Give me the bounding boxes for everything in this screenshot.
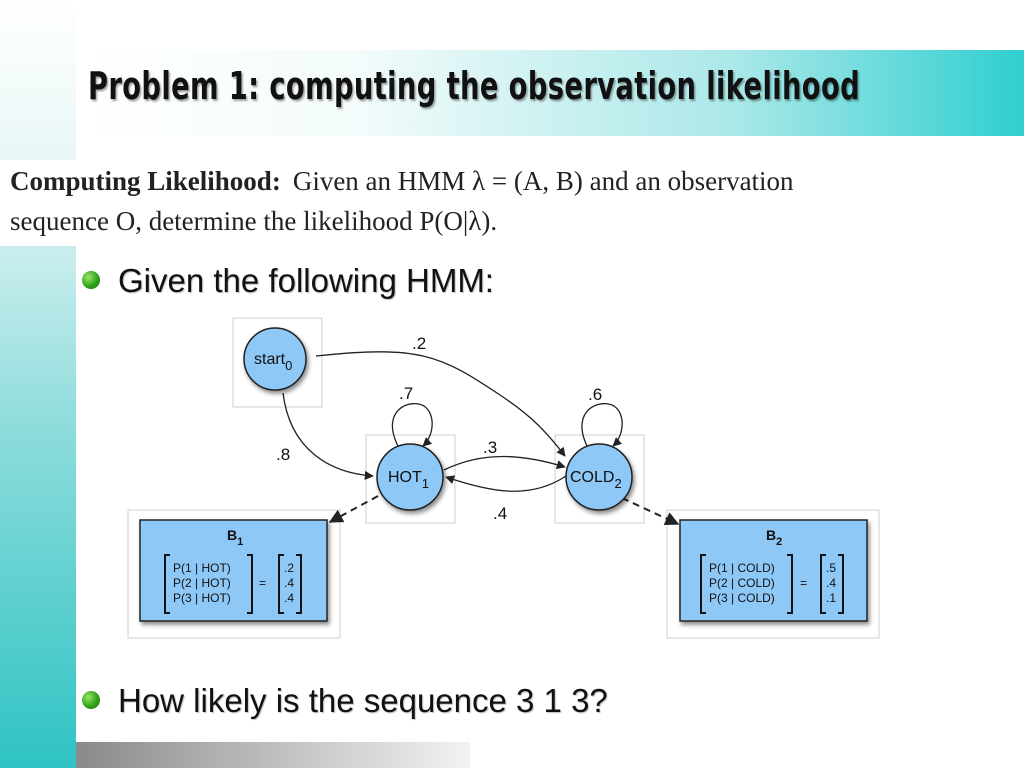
state-start-sub: 0 — [285, 358, 292, 373]
b2-equals: = — [800, 576, 807, 590]
b2-value-2: .4 — [826, 576, 836, 590]
b1-label: B — [227, 527, 237, 543]
definition-term: Computing Likelihood: — [10, 166, 281, 196]
start-frame — [232, 317, 323, 408]
cold-frame — [554, 434, 645, 524]
state-start: start0 — [243, 327, 307, 391]
svg-text:B1: B1 — [227, 527, 243, 548]
b1-value-1: .2 — [284, 561, 294, 575]
label-start-cold: .2 — [412, 334, 426, 353]
b2-row-2: P(2 | COLD) — [709, 576, 775, 590]
title-band — [76, 50, 1024, 136]
bullet-dot-icon — [82, 271, 100, 290]
state-hot: HOT1 — [376, 443, 444, 511]
state-cold-sub: 2 — [614, 476, 621, 491]
state-cold: COLD2 — [565, 443, 633, 511]
b2-value-1: .5 — [826, 561, 836, 575]
state-hot-sub: 1 — [422, 476, 429, 491]
svg-text:COLD2: COLD2 — [570, 469, 622, 491]
b1-value-2: .4 — [284, 576, 294, 590]
b1-frame — [127, 509, 341, 639]
state-hot-label: HOT — [388, 469, 422, 486]
definition-box: Computing Likelihood: Given an HMM λ = (A… — [0, 160, 1024, 246]
edge-cold-b2 — [621, 497, 680, 526]
svg-text:HOT1: HOT1 — [388, 469, 429, 491]
b2-label: B — [766, 527, 776, 543]
label-hot-cold: .3 — [483, 438, 497, 457]
state-start-label: start — [254, 351, 286, 368]
b2-row-3: P(3 | COLD) — [709, 591, 775, 605]
definition-line-1: Computing Likelihood: Given an HMM λ = (A… — [10, 166, 794, 197]
edge-start-hot — [282, 392, 374, 480]
edge-start-cold — [315, 351, 566, 457]
b1-row-2: P(2 | HOT) — [173, 576, 231, 590]
label-hot-hot: .7 — [399, 384, 413, 403]
emission-box-b1: B1 P(1 | HOT) P(2 | HOT) P(3 | HOT) = .2… — [139, 519, 328, 622]
label-start-hot: .8 — [276, 445, 290, 464]
slide-title: Problem 1: computing the observation lik… — [88, 64, 861, 108]
edge-hot-hot — [391, 402, 433, 447]
b1-equals: = — [259, 576, 266, 590]
edge-hot-b1 — [328, 495, 379, 523]
edge-hot-cold — [443, 455, 566, 471]
emission-box-b2: B2 P(1 | COLD) P(2 | COLD) P(3 | COLD) =… — [679, 519, 868, 622]
svg-text:B2: B2 — [766, 527, 782, 548]
bottom-gradient-bar — [76, 742, 470, 768]
bullet-sequence-question: How likely is the sequence 3 1 3? — [82, 682, 608, 720]
b2-row-1: P(1 | COLD) — [709, 561, 775, 575]
bullet-text: How likely is the sequence 3 1 3? — [118, 682, 608, 719]
bullet-dot-icon — [82, 691, 100, 710]
edge-cold-hot — [445, 475, 567, 492]
definition-line-1-text: Given an HMM λ = (A, B) and an observati… — [292, 166, 794, 196]
left-gradient-bar — [0, 0, 76, 768]
b1-sub: 1 — [237, 536, 243, 548]
label-cold-hot: .4 — [493, 504, 507, 523]
b1-row-1: P(1 | HOT) — [173, 561, 231, 575]
state-cold-label: COLD — [570, 469, 614, 486]
b2-frame — [666, 509, 880, 639]
b2-sub: 2 — [776, 536, 782, 548]
b1-value-3: .4 — [284, 591, 294, 605]
definition-line-2: sequence O, determine the likelihood P(O… — [10, 206, 498, 236]
edge-cold-cold — [581, 402, 623, 447]
b1-row-3: P(3 | HOT) — [173, 591, 231, 605]
bullet-text: Given the following HMM: — [118, 262, 494, 299]
label-cold-cold: .6 — [588, 385, 602, 404]
bullet-given-hmm: Given the following HMM: — [82, 262, 494, 300]
b2-value-3: .1 — [826, 591, 836, 605]
svg-text:start0: start0 — [254, 351, 292, 373]
